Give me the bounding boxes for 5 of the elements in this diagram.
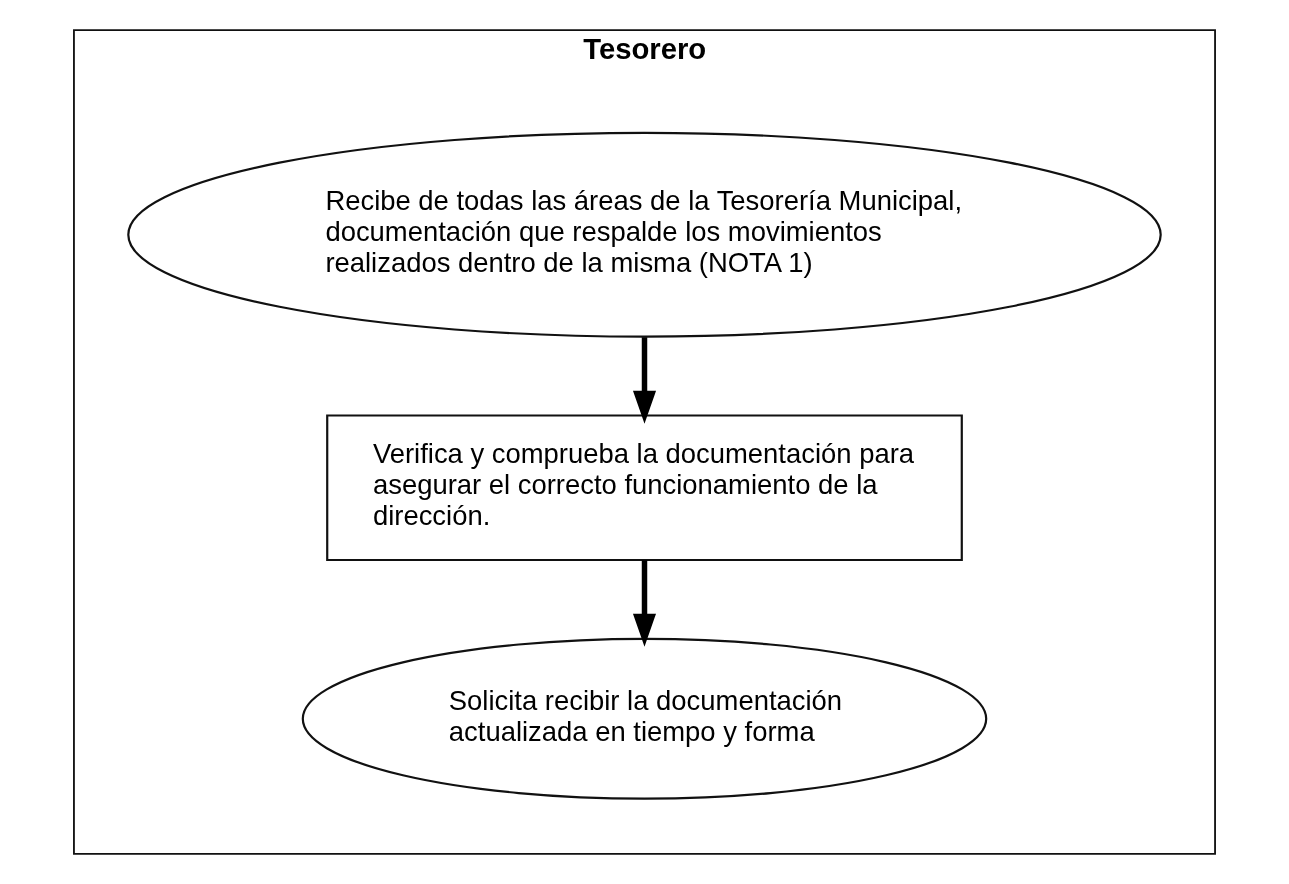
arrow	[632, 560, 657, 647]
node-ellipse: Solicita recibir la documentación actualizada en tiempo y forma	[301, 637, 988, 800]
arrow	[632, 337, 657, 424]
node-ellipse: Recibe de todas las áreas de la Tesorería Municipal, documentación que respalde los movimientos realizados dentro de la misma (NOTA 1)	[127, 131, 1162, 338]
node-box: Verifica y comprueba la documentación para asegurar el correcto funcionamiento de la dirección.	[326, 414, 963, 562]
